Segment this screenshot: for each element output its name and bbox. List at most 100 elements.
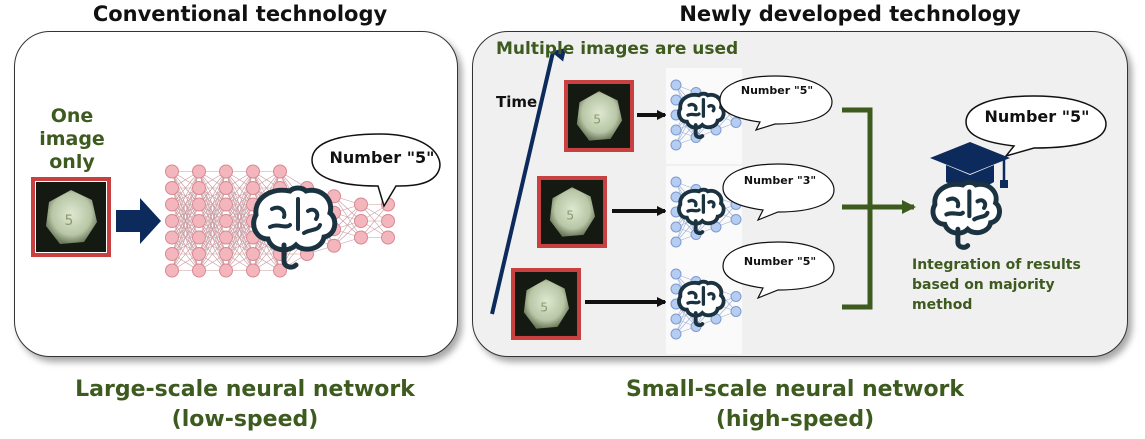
small-net-2-node [730, 214, 742, 225]
big-net-node [192, 164, 206, 179]
small-net-1-node [670, 139, 682, 151]
big-net-edge [198, 171, 227, 222]
big-net-edge [198, 171, 227, 205]
right-title: Newly developed technology [679, 2, 1021, 26]
big-net-node [192, 230, 206, 245]
right-caption-line1: Small-scale neural network [625, 377, 965, 402]
big-net-edge [171, 237, 200, 271]
left-title: Conventional technology [92, 2, 388, 26]
left-bubble-text: Number "5" [329, 148, 435, 167]
left-caption-line1: Large-scale neural network [75, 377, 415, 402]
big-net-node [219, 181, 233, 195]
big-net-edge [171, 171, 200, 205]
big-net-node [219, 263, 233, 278]
big-net-node [219, 197, 233, 212]
time-arrow [490, 47, 567, 315]
dice-image-row1 [564, 80, 634, 152]
row3-speech-bubble [722, 241, 835, 300]
left-caption: Large-scale neural network (low-speed) [20, 375, 470, 435]
big-net-node [354, 230, 368, 245]
big-net-node [327, 238, 341, 253]
row2-speech-bubble [722, 163, 835, 222]
big-net-node [219, 214, 233, 228]
brain-icon-row3 [677, 279, 726, 328]
big-net-node [165, 230, 179, 245]
big-net-edge [360, 204, 389, 238]
big-net-node [354, 214, 368, 228]
big-net-node [165, 197, 179, 212]
big-net-node [192, 263, 206, 278]
right-caption-line2: (high-speed) [715, 407, 875, 432]
dice-image-row3 [511, 268, 581, 340]
big-net-edge [252, 171, 281, 205]
big-net-node [381, 214, 395, 228]
big-net-node [273, 263, 287, 278]
small-net-3-node [670, 313, 682, 325]
small-net-3-node [730, 291, 742, 302]
time-label: Time [496, 93, 538, 111]
big-net-node [246, 181, 260, 195]
left-speech-bubble [311, 133, 441, 208]
big-net-node [165, 164, 179, 179]
big-net-edge [225, 171, 254, 205]
big-net-node [192, 197, 206, 212]
integration-text: Integration of results based on majority… [912, 257, 1081, 313]
big-net-node [354, 197, 368, 212]
small-net-2-node [670, 176, 682, 188]
big-net-edge [333, 204, 362, 246]
big-net-node [246, 164, 260, 179]
big-net-node [165, 181, 179, 195]
big-net-edge [171, 220, 200, 271]
big-net-node [192, 214, 206, 228]
small-net-3-node [670, 328, 682, 340]
big-net-node [219, 164, 233, 179]
result-bubble-text: Number "5" [984, 107, 1090, 126]
row1-bubble-text: Number "5" [740, 84, 814, 97]
big-net-edge [225, 237, 254, 271]
row3-bubble-text: Number "5" [743, 255, 817, 268]
big-net-edge [225, 171, 254, 222]
big-net-node [273, 164, 287, 179]
right-subtitle: Multiple images are used [496, 39, 739, 59]
one-image-label: One image only [39, 105, 105, 173]
big-net-edge [171, 171, 200, 238]
big-net-node [246, 247, 260, 261]
dice-image-left [31, 177, 111, 257]
big-net-node [219, 230, 233, 245]
big-net-edge [198, 237, 227, 271]
small-net-1-node [670, 124, 682, 136]
big-net-edge [225, 171, 254, 238]
small-net-3-node [670, 268, 682, 280]
small-net-3-node [730, 306, 742, 317]
big-net-node [381, 230, 395, 245]
big-net-edge [225, 220, 254, 271]
big-net-edge [171, 171, 200, 222]
brain-icon-row2 [677, 187, 726, 236]
big-net-edge [198, 171, 227, 238]
small-net-2-node [670, 236, 682, 248]
brain-icon-result [930, 180, 1002, 250]
row1-speech-bubble [719, 75, 833, 131]
big-net-edge [198, 204, 227, 271]
big-net-node [165, 214, 179, 228]
big-net-node [219, 247, 233, 261]
big-net-edge [198, 220, 227, 271]
big-net-edge [225, 204, 254, 271]
big-net-edge [171, 204, 200, 271]
small-net-2-node [670, 221, 682, 233]
left-caption-line2: (low-speed) [171, 407, 319, 432]
big-net-node [246, 263, 260, 278]
big-net-node [165, 247, 179, 261]
block-arrow [116, 198, 161, 244]
dice-image-row2 [537, 176, 607, 248]
big-net-node [192, 247, 206, 261]
brain-icon-row1 [677, 91, 726, 140]
small-net-1-node [670, 79, 682, 91]
right-caption: Small-scale neural network (high-speed) [555, 375, 1035, 435]
result-speech-bubble [965, 95, 1107, 158]
brain-icon [251, 185, 338, 270]
big-net-node [165, 263, 179, 278]
small-net-1-node [730, 117, 742, 128]
row2-bubble-text: Number "3" [743, 174, 817, 187]
